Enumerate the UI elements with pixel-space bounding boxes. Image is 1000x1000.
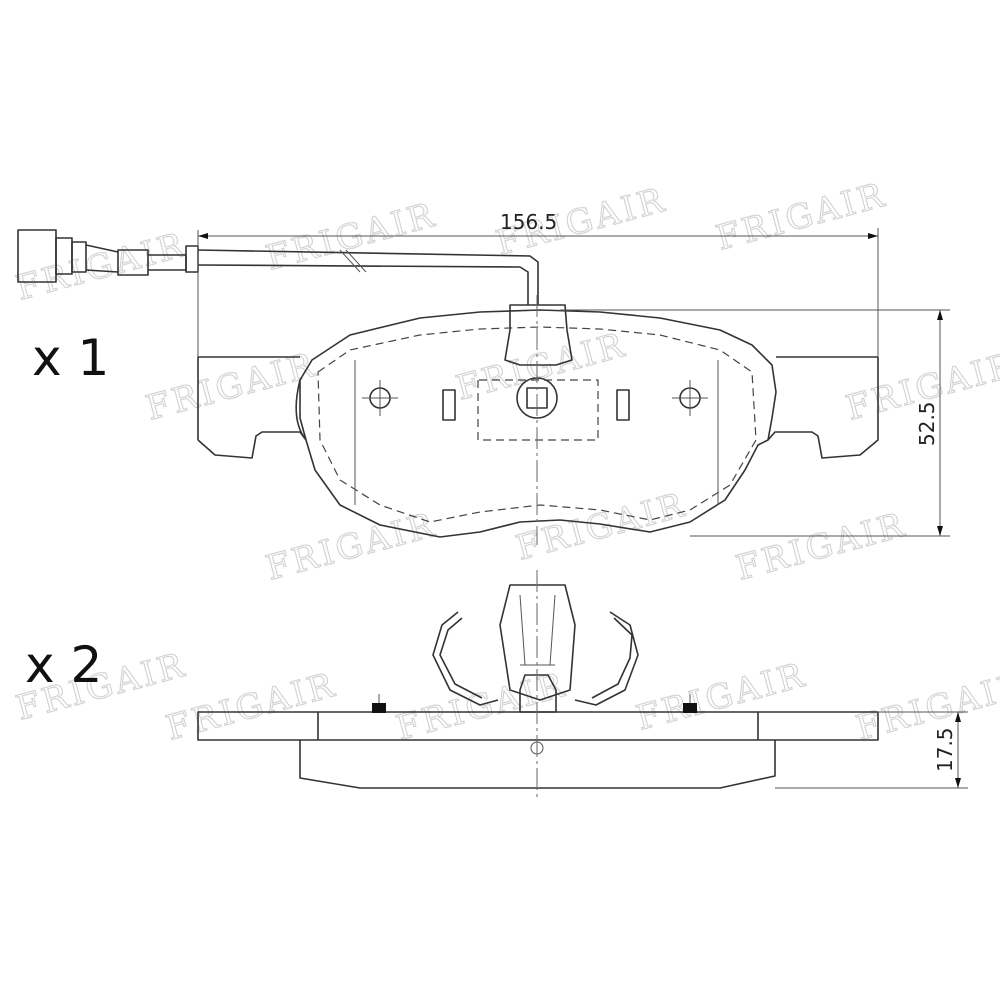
watermark: FRIGAIR (852, 665, 1000, 749)
watermark: FRIGAIR (632, 655, 811, 739)
wear-sensor-cable (17, 229, 539, 305)
quantity-label-top: x 1 (32, 329, 109, 387)
watermark: FRIGAIR (452, 325, 631, 409)
watermark: FRIGAIR (392, 665, 571, 749)
dimension-thickness-label: 17.5 (933, 727, 957, 772)
dimension-height: 52.5 (560, 309, 950, 537)
dimension-width: 156.5 (197, 210, 879, 357)
watermark: FRIGAIR (712, 175, 891, 259)
dimension-thickness: 17.5 (775, 711, 968, 789)
watermark: FRIGAIR (732, 505, 911, 589)
watermark: FRIGAIR (12, 225, 191, 309)
quantity-label-bottom: x 2 (25, 636, 102, 694)
dimension-width-label: 156.5 (500, 210, 557, 234)
dimension-height-label: 52.5 (915, 401, 939, 446)
top-view-outline (197, 295, 879, 545)
watermark: FRIGAIR (262, 505, 441, 589)
side-view-outline (197, 570, 879, 800)
watermark: FRIGAIR (512, 485, 691, 569)
